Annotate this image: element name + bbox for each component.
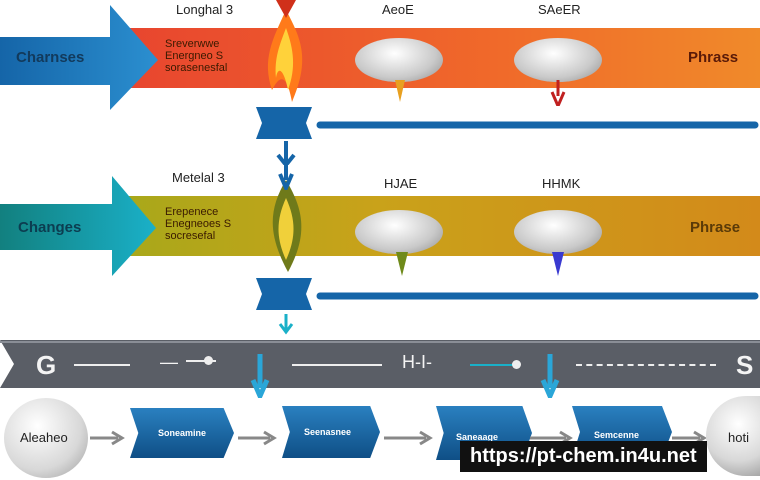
top-arrow-icon	[278, 160, 294, 190]
row-1-right-label: Phrass	[688, 49, 739, 66]
row-2-item: Erepenece	[165, 206, 219, 218]
scale-dash	[470, 364, 514, 366]
scale-mid-left: —	[160, 352, 178, 372]
node-ellipse	[514, 38, 602, 82]
node-ellipse	[355, 210, 443, 254]
row-2-side-label: Changes	[18, 219, 82, 236]
scale-mid-text: H-I-	[402, 352, 432, 372]
row-1-side-label: Charnses	[16, 49, 85, 66]
drop-arrow-icon	[395, 80, 405, 102]
node-ellipse	[355, 38, 443, 82]
row-2-right-label: Phrase	[690, 219, 741, 236]
scale-dash	[576, 364, 716, 366]
flame-icon	[267, 10, 303, 102]
row-1-item: Energneo S	[165, 50, 224, 62]
connector	[256, 278, 759, 335]
row-2-col-a: HJAE	[384, 176, 418, 191]
row-1-top-label: Longhal 3	[176, 2, 234, 17]
row-1-arrow-icon	[0, 5, 158, 110]
row-2: Changes Metelal 3 HJAE HHMK Erepenece En…	[0, 160, 760, 335]
top-arrow-icon	[276, 0, 296, 18]
scale-right-letter: S	[736, 350, 754, 380]
scale-dash	[74, 364, 130, 366]
process-step-label: Seenasnee	[304, 427, 352, 437]
process-step	[130, 408, 234, 458]
watermark-url[interactable]: https://pt-chem.in4u.net	[460, 441, 707, 472]
scale-bar: G — H-I- S	[0, 340, 760, 398]
leaf-flame-icon	[272, 180, 302, 272]
process-end-label: hoti	[728, 430, 749, 445]
scale-dash	[292, 364, 382, 366]
row-1-col-a: AeoE	[382, 2, 414, 17]
scale-dot	[204, 356, 213, 365]
process-step-label: Soneamine	[158, 428, 207, 438]
drop-arrow-icon	[552, 252, 564, 276]
connector	[256, 107, 759, 165]
row-1-col-b: SAeER	[538, 2, 581, 17]
process-step-label: Saneaage	[456, 432, 499, 442]
process-start-label: Aleaheo	[20, 430, 68, 445]
row-1-item: Sreverwwe	[165, 38, 220, 50]
scale-dot	[186, 360, 216, 362]
row-2-col-b: HHMK	[542, 176, 581, 191]
down-arrow-icon	[250, 354, 270, 398]
row-2-arrow-icon	[0, 176, 156, 276]
down-arrow-icon	[540, 354, 560, 398]
node-ellipse	[514, 210, 602, 254]
flow-arrow-icon	[238, 430, 277, 446]
scale-left-letter: G	[36, 350, 57, 380]
row-1-item: sorasenesfal	[165, 62, 228, 74]
flow-arrow-icon	[90, 430, 125, 446]
process-step-label: Semcenne	[594, 430, 640, 440]
drop-arrow-icon	[550, 80, 566, 106]
scale-dot	[512, 360, 521, 369]
flow-arrow-icon	[384, 430, 433, 446]
row-2-item-list: Erepenece Enegneoes S socresefal	[165, 206, 231, 242]
drop-arrow-icon	[396, 252, 408, 276]
row-2-item: socresefal	[165, 230, 216, 242]
row-2-item: Enegneoes S	[165, 218, 232, 230]
row-1-item-list: Sreverwwe Energneo S sorasenesfal	[165, 38, 227, 74]
row-1: Charnses Longhal 3 AeoE SAeER Sreverwwe …	[0, 0, 760, 165]
row-2-top-label: Metelal 3	[172, 170, 225, 185]
process-start-node	[4, 398, 88, 478]
process-step	[282, 406, 380, 458]
